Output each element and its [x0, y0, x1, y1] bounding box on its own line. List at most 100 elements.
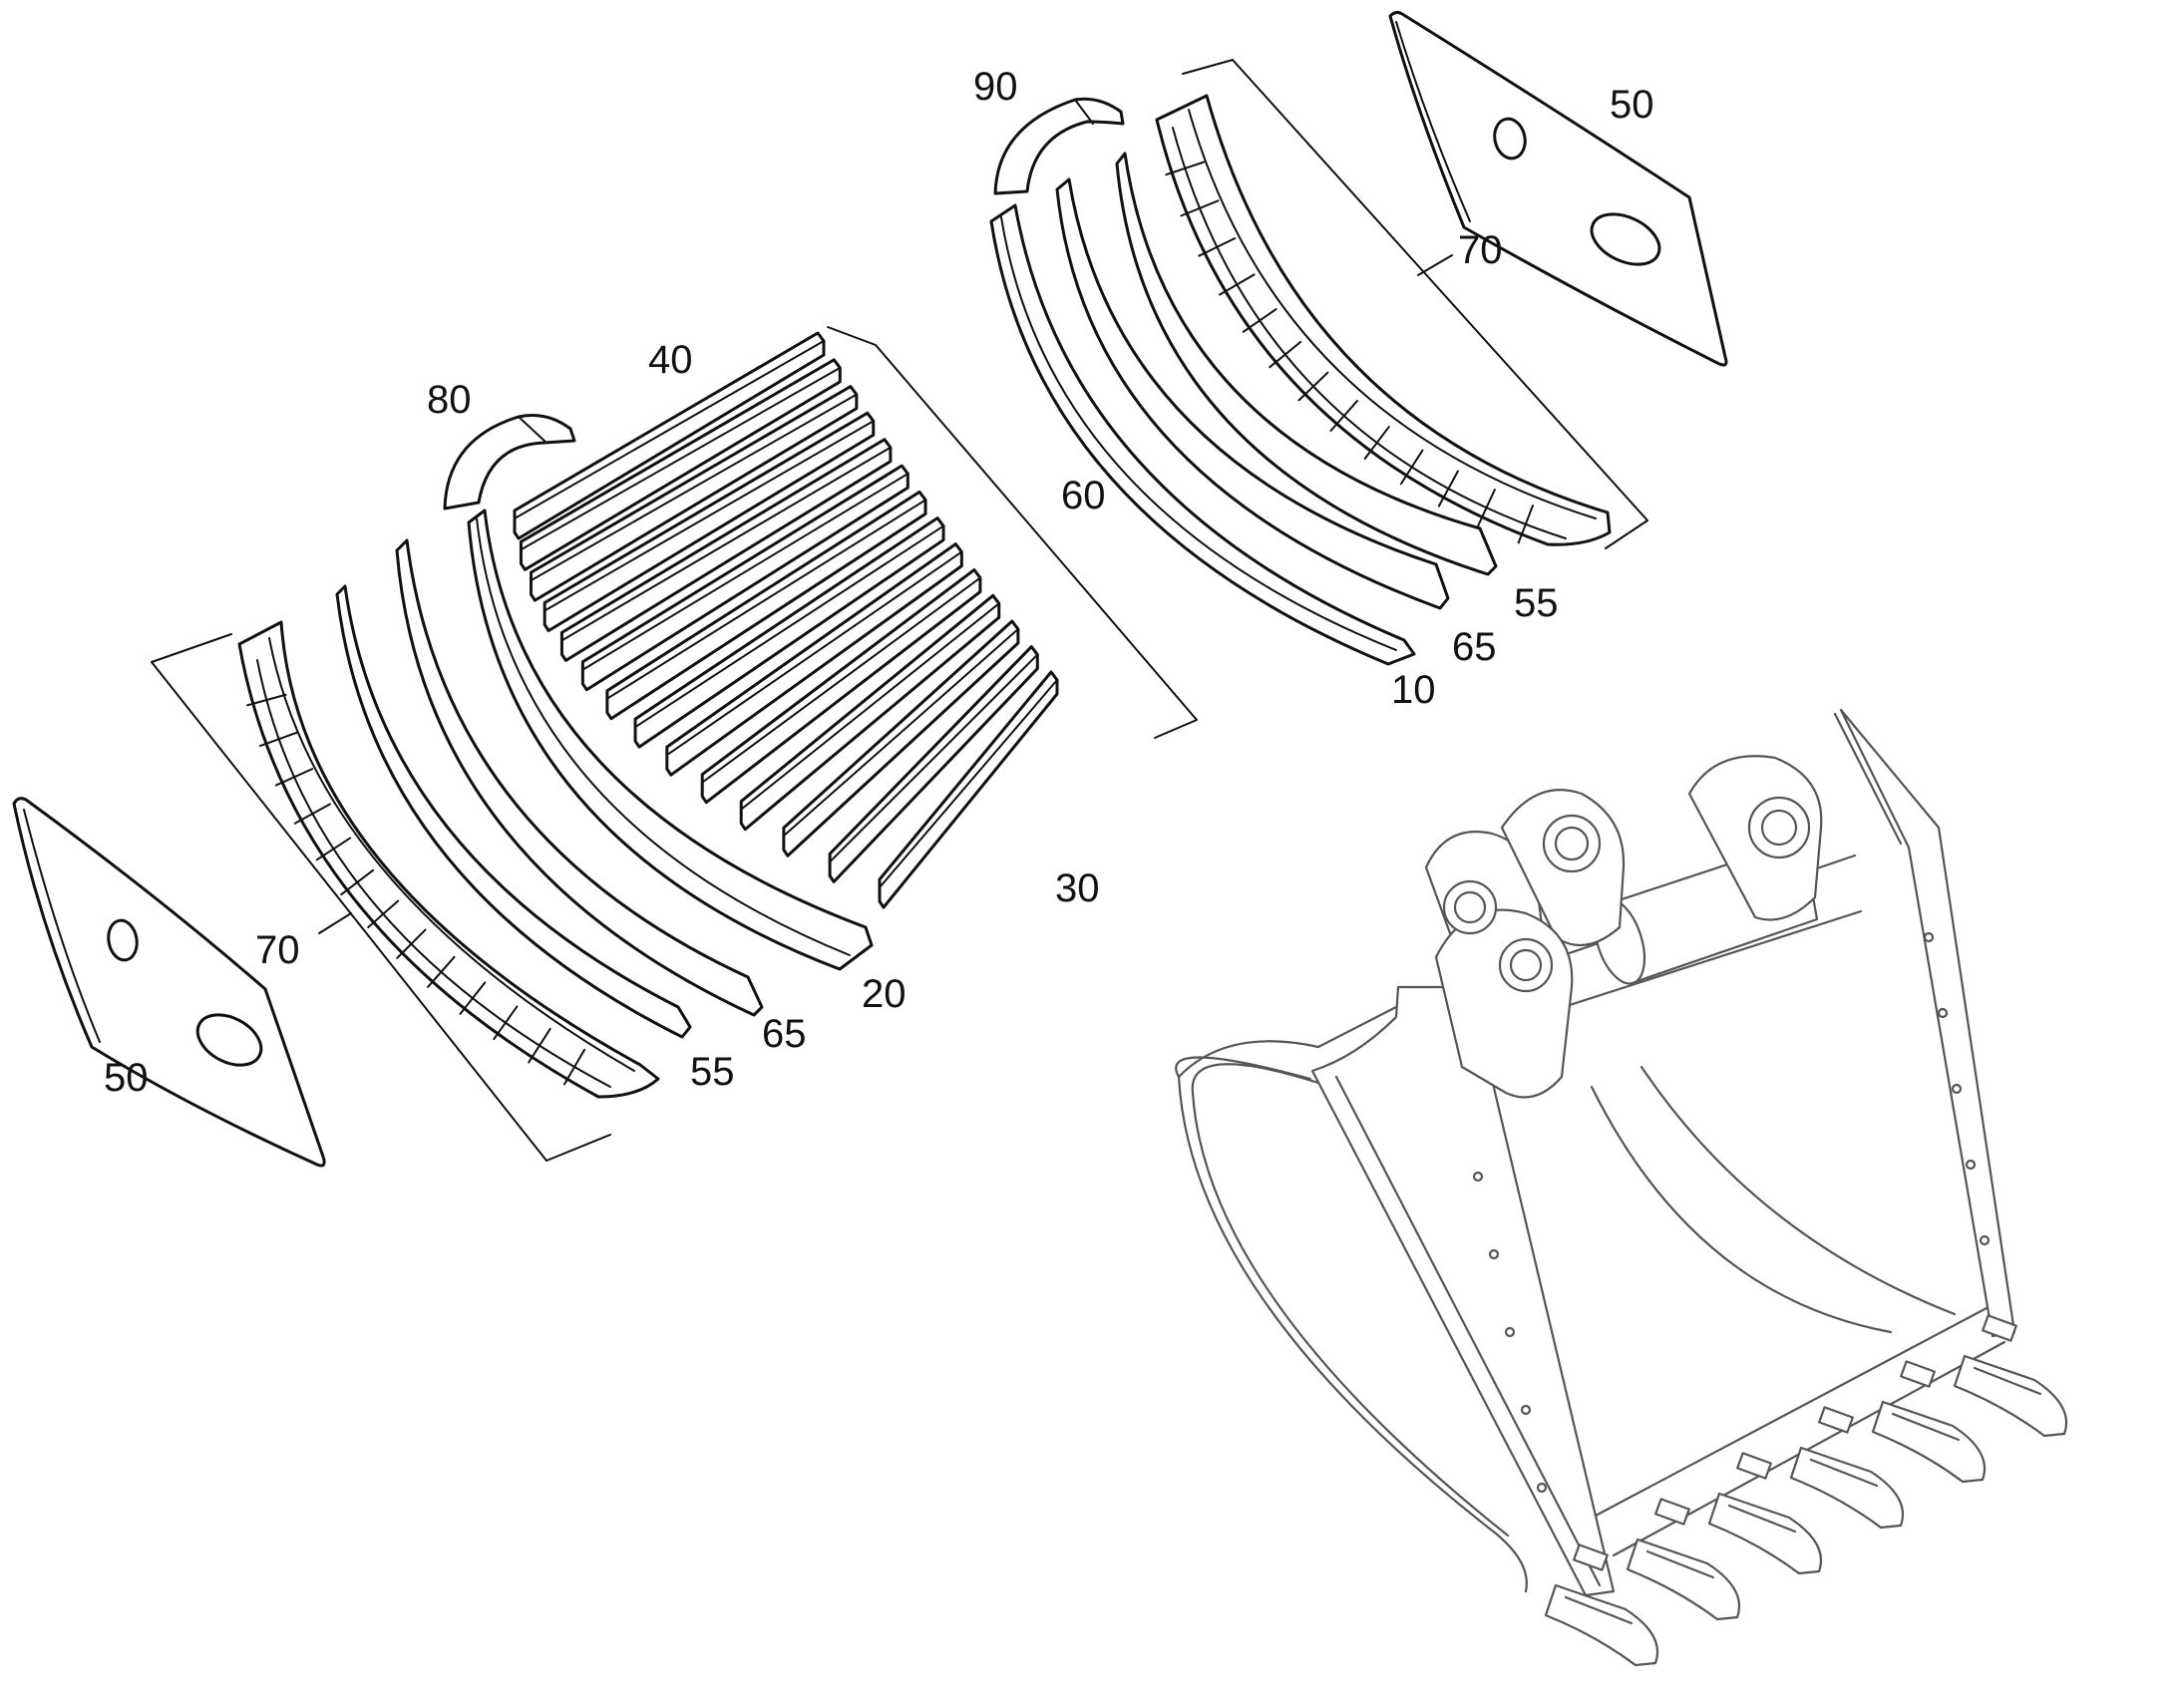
tile-divider [493, 1005, 519, 1041]
part-labels: 10 20 30 40 50 50 55 55 60 65 65 70 70 8… [104, 65, 1654, 1100]
adapter-clip [1654, 1498, 1690, 1526]
cap-80 [443, 414, 576, 511]
tile-divider [340, 868, 375, 896]
label-90: 90 [973, 65, 1018, 109]
tile-divider [1363, 426, 1390, 461]
tooth-body [1626, 1537, 1741, 1621]
tile-divider [1219, 273, 1256, 296]
bucket-tooth [1707, 1452, 1823, 1575]
tooth-ridge [1891, 1412, 1961, 1442]
tile-divider [246, 693, 287, 707]
wall-hole [1504, 1326, 1516, 1338]
label-30: 30 [1055, 866, 1100, 910]
curved-strip-left-20 [467, 509, 874, 971]
adapter-clip [1900, 1360, 1936, 1388]
tile-divider [1297, 371, 1329, 402]
tooth-ridge [1809, 1458, 1879, 1488]
tiled-strip-left [237, 620, 660, 1099]
tile-divider [293, 803, 331, 825]
tooth-body [1789, 1446, 1905, 1530]
bucket-tooth [1789, 1406, 1905, 1530]
tile-divider [459, 981, 487, 1015]
label-50-right: 50 [1610, 83, 1654, 127]
wall-hole [1979, 1234, 1991, 1246]
curved-strip-right-55 [1115, 152, 1498, 576]
flat-bar-edge [560, 446, 892, 642]
wall-hole [1937, 1007, 1949, 1019]
flat-bar-edge [530, 393, 858, 582]
flat-bar-edge [605, 499, 927, 700]
adapter-clip [1736, 1452, 1772, 1480]
flat-bar-edge [665, 550, 963, 757]
label-10: 10 [1391, 668, 1436, 712]
wall-hole [1965, 1159, 1977, 1171]
label-50-left: 50 [104, 1056, 149, 1100]
tile-divider [396, 928, 427, 959]
teeth-row [1544, 1314, 2068, 1667]
label-70-left: 70 [255, 928, 300, 972]
pin-boss-1 [1442, 879, 1498, 935]
label-55-left: 55 [690, 1050, 735, 1094]
flat-bar-edge [879, 679, 1058, 888]
curved-strip-right-10 [989, 203, 1416, 666]
flat-bar-edge [782, 627, 1019, 838]
bar-fan [513, 331, 1059, 909]
bracket-60 [827, 326, 1198, 739]
tile-divider [258, 731, 299, 748]
tooth-body [1707, 1492, 1823, 1575]
wall-hole [1536, 1482, 1548, 1494]
tooth-body [1953, 1354, 2068, 1438]
tile-divider [274, 768, 314, 787]
bucket-tooth [1626, 1498, 1741, 1621]
flat-bar-edge [701, 576, 981, 784]
tooth-ridge [1727, 1504, 1797, 1534]
tile-divider [367, 899, 400, 928]
tile-divider [528, 1027, 551, 1064]
tile-divider [1242, 308, 1277, 333]
label-65-right: 65 [1452, 625, 1497, 669]
pin-boss-3 [1498, 937, 1554, 993]
curved-strip-left-55 [335, 584, 692, 1039]
label-20: 20 [862, 972, 907, 1016]
tile-divider [1399, 449, 1424, 486]
wall-hole [1472, 1171, 1484, 1183]
flat-bar-edge [520, 366, 842, 551]
tile-divider [427, 955, 456, 988]
flat-bar-edge [544, 420, 875, 612]
cap-90 [993, 97, 1125, 195]
tile-divider [563, 1048, 586, 1086]
label-55-right: 55 [1514, 581, 1559, 625]
tooth-body [1871, 1400, 1987, 1484]
tooth-ridge [1973, 1366, 2042, 1396]
leader-lines [318, 254, 1453, 934]
tile-divider [1437, 470, 1459, 508]
wall-holes [1472, 931, 1991, 1494]
tile-divider [1329, 400, 1358, 433]
tile-divider [315, 837, 352, 861]
tile-divider [1165, 161, 1206, 176]
wall-hole [1520, 1404, 1532, 1416]
wall-hole [1923, 931, 1935, 943]
label-80: 80 [427, 378, 472, 422]
label-70-right: 70 [1458, 228, 1503, 272]
curved-strip-right-65 [1055, 177, 1450, 610]
label-60: 60 [1061, 474, 1106, 517]
side-plate-right [1388, 10, 1728, 367]
tooth-ridge [1564, 1595, 1634, 1625]
adapter-clip [1818, 1406, 1854, 1434]
pin-boss-4 [1747, 796, 1811, 859]
bucket-assembly [1175, 708, 2068, 1667]
tile-divider [1269, 340, 1302, 369]
side-plate-left [12, 797, 326, 1168]
label-40: 40 [648, 338, 693, 382]
tile-divider [1477, 489, 1496, 527]
label-65-left: 65 [762, 1012, 807, 1056]
pin-boss-2 [1542, 814, 1602, 873]
tiled-strip-right [1155, 94, 1612, 546]
flat-bar-edge [514, 340, 825, 519]
wall-hole [1951, 1083, 1963, 1095]
flat-bar-edge [740, 602, 1000, 811]
curved-strip-left-65 [395, 538, 764, 1017]
bucket-tooth [1544, 1543, 1659, 1667]
